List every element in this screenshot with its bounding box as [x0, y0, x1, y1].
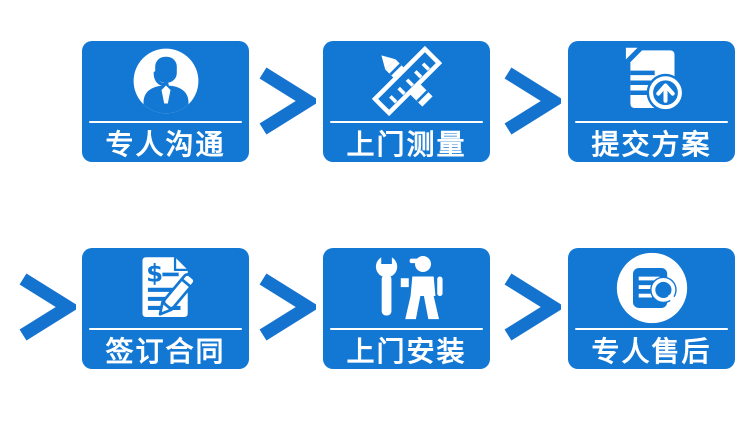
arrow-right-icon [501, 272, 561, 342]
svg-text:$: $ [146, 259, 163, 288]
arrow-right-icon [501, 66, 561, 136]
step-label: 上门安装 [346, 335, 467, 367]
card-divider [89, 121, 242, 123]
step-card-communication: 专人沟通 [82, 41, 249, 162]
arrow-right-icon [256, 66, 316, 136]
card-divider [330, 328, 483, 330]
card-divider [330, 121, 483, 123]
card-divider [575, 121, 728, 123]
step-label: 上门测量 [346, 128, 467, 160]
step-card-aftersales: 专人售后 [568, 248, 735, 369]
card-divider [89, 328, 242, 330]
step-label: 提交方案 [591, 128, 712, 160]
support-agent-icon [82, 41, 249, 121]
step-label: 签订合同 [105, 335, 226, 367]
step-label: 专人售后 [591, 335, 712, 367]
step-card-contract: $ 签订合同 [82, 248, 249, 369]
step-card-measurement: 上门测量 [323, 41, 490, 162]
card-divider [575, 328, 728, 330]
worker-wrench-icon [323, 248, 490, 328]
arrow-right-icon [16, 272, 76, 342]
document-upload-icon [568, 41, 735, 121]
step-card-proposal: 提交方案 [568, 41, 735, 162]
ruler-pencil-icon [323, 41, 490, 121]
arrow-right-icon [256, 272, 316, 342]
step-label: 专人沟通 [105, 128, 226, 160]
step-card-installation: 上门安装 [323, 248, 490, 369]
contract-pen-icon: $ [82, 248, 249, 328]
document-magnifier-icon [568, 248, 735, 328]
